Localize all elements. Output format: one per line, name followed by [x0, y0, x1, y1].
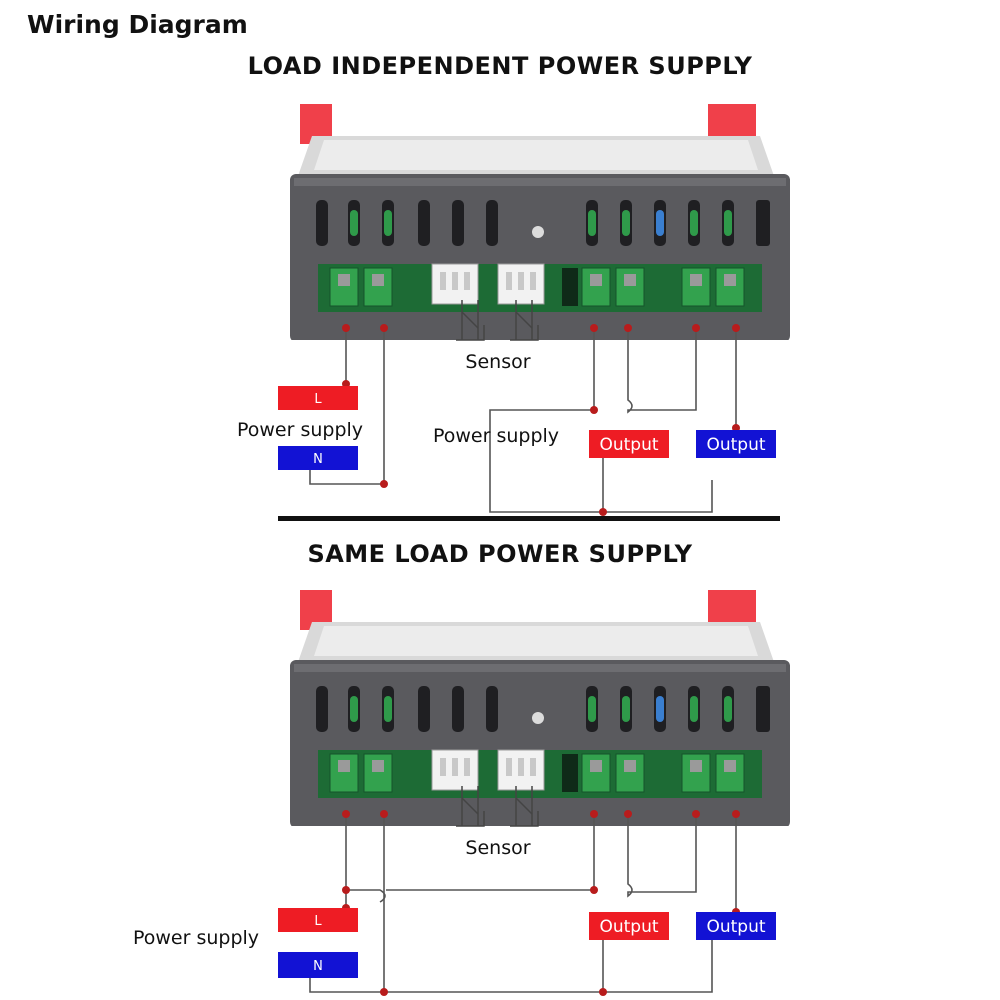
section-2-heading: SAME LOAD POWER SUPPLY [307, 540, 693, 568]
section-2-l-label: L [314, 914, 322, 929]
section-2-n-terminal [278, 952, 358, 978]
section-2-n-label: N [313, 959, 323, 974]
page-title: Wiring Diagram [27, 10, 248, 39]
section-1-sensor-label: Sensor [465, 351, 530, 373]
section-1-diagram: L N Power supply Power supply Sensor Out… [237, 103, 791, 516]
section-2-diagram: L N Power supply Sensor Output Output [133, 589, 791, 996]
section-2-output-blue-terminal [696, 912, 776, 940]
section-1-power-supply-label: Power supply [237, 419, 363, 441]
section-2-power-supply-label: Power supply [133, 927, 259, 949]
section-2-output-red-label: Output [599, 917, 658, 937]
thermostat-controller-2 [290, 589, 791, 826]
section-2-wires [309, 814, 737, 993]
section-1-heading: LOAD INDEPENDENT POWER SUPPLY [247, 52, 753, 80]
section-2-sensor-wires [456, 786, 539, 827]
section-1-sensor-wires [456, 300, 539, 341]
section-1-output-blue-label: Output [706, 435, 765, 455]
section-1-load-power-supply-label: Power supply [433, 425, 559, 447]
section-2-l-terminal [278, 908, 358, 932]
section-1-junctions [342, 324, 740, 516]
section-1-output-red-label: Output [599, 435, 658, 455]
thermostat-controller-1 [290, 103, 791, 340]
section-1-output-blue-terminal [696, 430, 776, 458]
section-2-sensor-label: Sensor [465, 837, 530, 859]
section-2-output-red-terminal [589, 912, 669, 940]
section-1-l-terminal [278, 386, 358, 410]
section-2-output-blue-label: Output [706, 917, 765, 937]
section-2-junctions [342, 810, 740, 996]
section-1-n-label: N [313, 452, 323, 467]
section-1-output-red-terminal [589, 430, 669, 458]
section-1-wires [309, 328, 737, 513]
section-1-l-label: L [314, 392, 322, 407]
section-divider [278, 516, 780, 521]
section-1-n-terminal [278, 446, 358, 470]
